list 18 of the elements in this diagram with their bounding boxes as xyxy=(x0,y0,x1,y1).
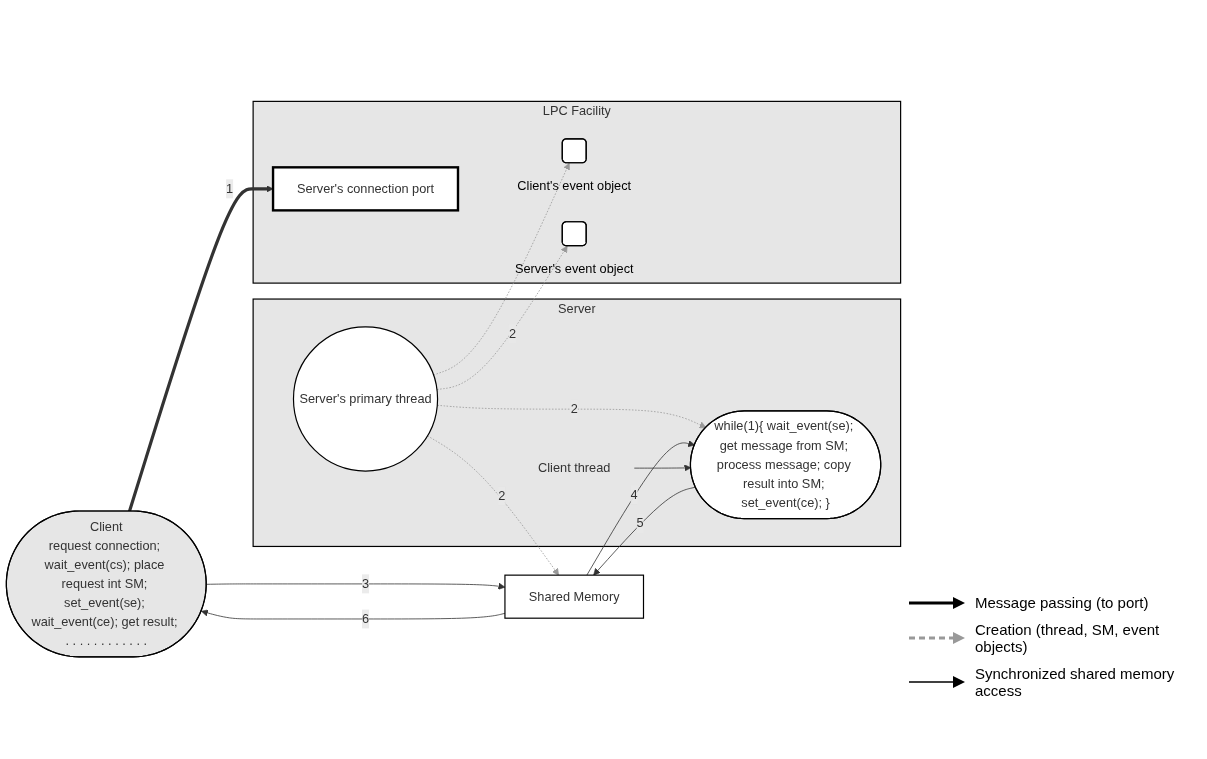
edge-label: 5 xyxy=(636,516,644,531)
edge-label: 1 xyxy=(226,182,234,196)
node-box: Shared Memory xyxy=(504,574,645,620)
node-label: Server's event object xyxy=(514,261,634,276)
edge-label: 6 xyxy=(361,612,370,626)
edge-label: 3 xyxy=(361,577,370,591)
node-box: Server's connection port xyxy=(271,166,460,212)
arrow xyxy=(127,185,274,513)
legend-text: Message passing (to port) xyxy=(975,594,1149,611)
edge-label: 2 xyxy=(508,327,517,341)
edge-label: 2 xyxy=(498,489,506,503)
node-label: Client's event object xyxy=(517,179,632,193)
edge-label: 4 xyxy=(630,487,638,502)
node-text: Client thread xyxy=(538,461,611,475)
edge-label: 2 xyxy=(570,402,578,416)
node-circle: Server's primary thread xyxy=(292,326,439,473)
legend-text: Synchronized shared memory access xyxy=(975,665,1176,699)
legend-text: Creation (thread, SM, event objects) xyxy=(975,621,1161,655)
